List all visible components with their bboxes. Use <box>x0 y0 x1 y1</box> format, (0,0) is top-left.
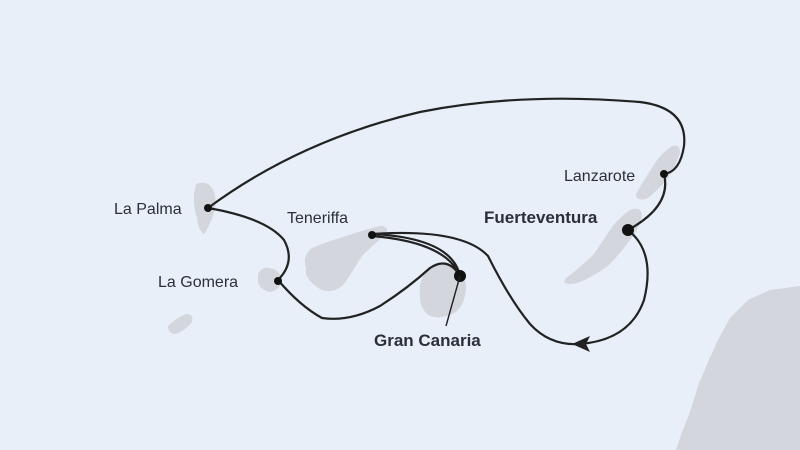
african-coast <box>676 286 800 450</box>
port-dot-fuerteventura[interactable] <box>622 224 634 236</box>
route <box>206 97 686 346</box>
port-dot-lanzarote[interactable] <box>660 170 668 178</box>
route-leg <box>626 172 667 232</box>
port-label-lanzarote[interactable]: Lanzarote <box>564 168 635 185</box>
port-label-gran-canaria[interactable]: Gran Canaria <box>374 331 481 350</box>
islands <box>168 145 800 450</box>
route-leg <box>206 206 290 282</box>
port-label-la-gomera[interactable]: La Gomera <box>158 274 238 291</box>
port-dot-la-palma[interactable] <box>204 204 212 212</box>
island-teneriffa <box>304 226 388 292</box>
route-leg <box>370 231 582 346</box>
island-lanzarote <box>636 145 680 200</box>
route-leg <box>578 228 649 346</box>
port-dot-la-gomera[interactable] <box>274 277 282 285</box>
route-leg <box>276 262 462 320</box>
gran-canaria-pointer <box>445 275 461 327</box>
route-leg <box>206 97 686 210</box>
port-label-la-palma[interactable]: La Palma <box>114 201 182 218</box>
port-dot-teneriffa[interactable] <box>368 231 376 239</box>
route-leg <box>370 232 462 278</box>
island-la-gomera <box>258 267 282 292</box>
island-el-hierro <box>168 314 193 334</box>
route-arrow-icon <box>572 336 590 352</box>
port-label-teneriffa[interactable]: Teneriffa <box>287 210 348 227</box>
port-label-fuerteventura[interactable]: Fuerteventura <box>484 208 598 227</box>
island-fuerteventura <box>564 208 642 284</box>
